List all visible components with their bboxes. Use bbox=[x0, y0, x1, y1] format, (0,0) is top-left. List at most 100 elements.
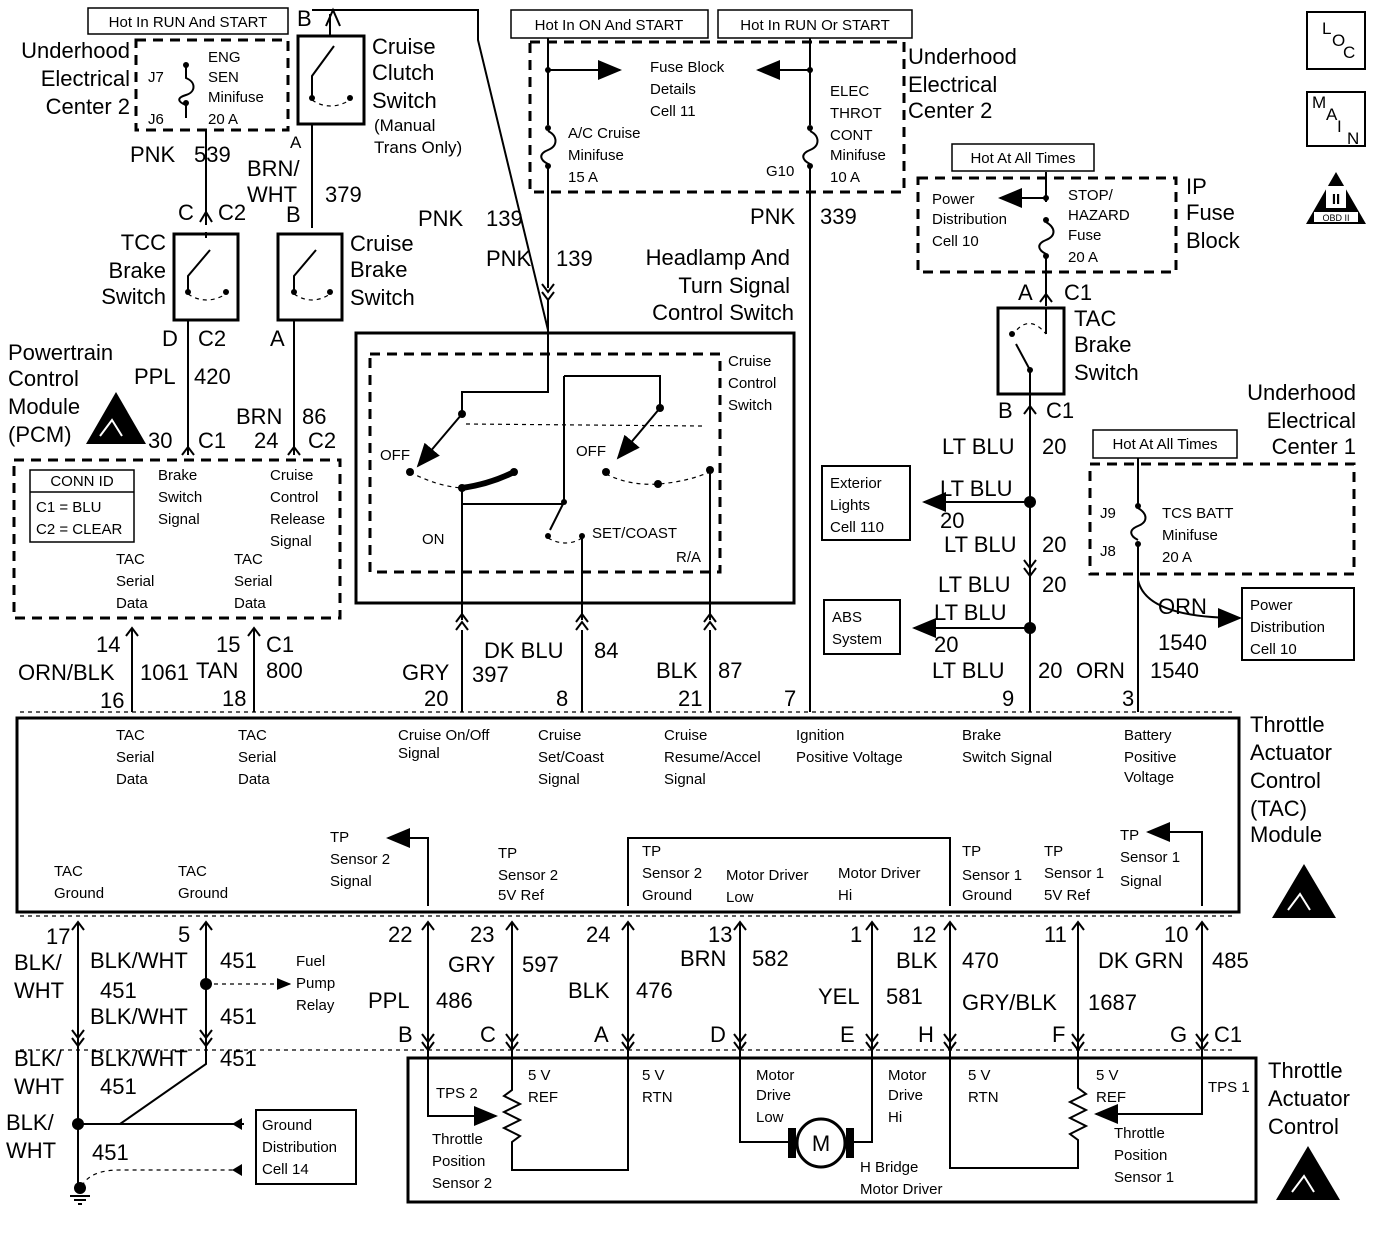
svg-text:Switch Signal: Switch Signal bbox=[962, 749, 1052, 766]
svg-text:Module: Module bbox=[8, 394, 80, 419]
svg-text:Motor: Motor bbox=[756, 1067, 794, 1084]
svg-text:PPL: PPL bbox=[134, 364, 176, 389]
svg-text:LT BLU: LT BLU bbox=[944, 532, 1017, 557]
svg-text:Resume/Accel: Resume/Accel bbox=[664, 749, 761, 766]
svg-text:B: B bbox=[286, 202, 301, 227]
svg-text:581: 581 bbox=[886, 984, 923, 1009]
svg-text:Module: Module bbox=[1250, 822, 1322, 847]
svg-text:PNK: PNK bbox=[750, 204, 796, 229]
svg-text:LT BLU: LT BLU bbox=[932, 658, 1005, 683]
svg-text:Motor Driver: Motor Driver bbox=[838, 865, 921, 882]
svg-text:Ground: Ground bbox=[54, 885, 104, 902]
svg-text:Electrical: Electrical bbox=[41, 66, 130, 91]
svg-text:Sensor 1: Sensor 1 bbox=[1114, 1169, 1174, 1186]
svg-text:7: 7 bbox=[784, 686, 796, 711]
svg-text:Fuse Block: Fuse Block bbox=[650, 59, 725, 76]
svg-text:G: G bbox=[1170, 1022, 1187, 1047]
loc-icon[interactable]: L O C bbox=[1306, 11, 1366, 70]
svg-text:1061: 1061 bbox=[140, 660, 189, 685]
svg-text:C1: C1 bbox=[1064, 280, 1092, 305]
svg-text:23: 23 bbox=[470, 922, 494, 947]
svg-text:139: 139 bbox=[486, 206, 523, 231]
svg-text:Voltage: Voltage bbox=[1124, 769, 1174, 786]
svg-text:Cruise: Cruise bbox=[728, 353, 771, 370]
svg-text:Lights: Lights bbox=[830, 497, 870, 514]
svg-text:5V Ref: 5V Ref bbox=[498, 887, 545, 904]
motor-drive-hi-label: Motor Drive Hi bbox=[888, 1067, 926, 1126]
svg-text:Cruise On/Off: Cruise On/Off bbox=[398, 727, 490, 744]
svg-text:PNK: PNK bbox=[130, 142, 176, 167]
abs-system-box: ABS System bbox=[823, 599, 901, 655]
svg-text:CONN ID: CONN ID bbox=[50, 473, 114, 490]
svg-text:N: N bbox=[1347, 129, 1359, 148]
svg-text:Data: Data bbox=[116, 771, 148, 788]
svg-text:Sensor 2: Sensor 2 bbox=[642, 865, 702, 882]
svg-text:Battery: Battery bbox=[1124, 727, 1172, 744]
svg-text:Sensor 1: Sensor 1 bbox=[1120, 849, 1180, 866]
svg-text:14: 14 bbox=[96, 632, 120, 657]
uec1-title: Underhood Electrical Center 1 bbox=[1247, 380, 1356, 459]
svg-text:Ignition: Ignition bbox=[796, 727, 844, 744]
svg-text:800: 800 bbox=[266, 658, 303, 683]
svg-text:20: 20 bbox=[940, 508, 964, 533]
svg-text:TAC: TAC bbox=[116, 727, 145, 744]
svg-text:Center 2: Center 2 bbox=[46, 94, 130, 119]
hot-run-start-label: Hot In RUN And START bbox=[87, 7, 289, 35]
svg-text:Control: Control bbox=[8, 366, 79, 391]
tac-module-box bbox=[15, 716, 1241, 914]
svg-text:20: 20 bbox=[1042, 532, 1066, 557]
svg-text:C: C bbox=[480, 1022, 496, 1047]
svg-text:TPS 1: TPS 1 bbox=[1208, 1079, 1250, 1096]
svg-text:TAC: TAC bbox=[234, 551, 263, 568]
hot-all-times-label-1: Hot At All Times bbox=[951, 143, 1095, 172]
svg-text:H Bridge: H Bridge bbox=[860, 1159, 918, 1176]
svg-text:16: 16 bbox=[100, 688, 124, 713]
hot-run-or-start-label: Hot In RUN Or START bbox=[717, 9, 913, 39]
svg-text:5 V: 5 V bbox=[528, 1067, 551, 1084]
svg-text:20: 20 bbox=[1038, 658, 1062, 683]
svg-text:Distribution: Distribution bbox=[262, 1139, 337, 1156]
svg-text:Hi: Hi bbox=[838, 887, 852, 904]
svg-text:15 A: 15 A bbox=[568, 169, 598, 186]
svg-text:Brake: Brake bbox=[109, 258, 166, 283]
svg-text:G10: G10 bbox=[766, 163, 794, 180]
svg-text:Signal: Signal bbox=[330, 873, 372, 890]
svg-text:Motor Driver: Motor Driver bbox=[860, 1181, 943, 1198]
tps2-name: Throttle Position Sensor 2 bbox=[432, 1131, 492, 1192]
svg-text:I: I bbox=[1337, 117, 1342, 136]
svg-text:C1: C1 bbox=[1214, 1022, 1242, 1047]
svg-text:DK BLU: DK BLU bbox=[484, 638, 563, 663]
svg-text:20: 20 bbox=[1042, 434, 1066, 459]
svg-text:1540: 1540 bbox=[1150, 658, 1199, 683]
svg-text:A: A bbox=[290, 133, 302, 152]
svg-text:TAC: TAC bbox=[54, 863, 83, 880]
svg-text:451: 451 bbox=[92, 1140, 129, 1165]
esd-icon-tac bbox=[1272, 864, 1336, 918]
svg-text:Data: Data bbox=[234, 595, 266, 612]
ac-cruise-fuse: A/C Cruise Minifuse 15 A bbox=[568, 125, 641, 186]
tac-top-pin-labels: TAC Serial Data TAC Serial Data Cruise O… bbox=[116, 727, 1177, 788]
svg-text:1540: 1540 bbox=[1158, 630, 1207, 655]
svg-text:10: 10 bbox=[1164, 922, 1188, 947]
svg-text:451: 451 bbox=[100, 978, 137, 1003]
svg-text:21: 21 bbox=[678, 686, 702, 711]
tps1-name: Throttle Position Sensor 1 bbox=[1114, 1125, 1174, 1186]
main-icon[interactable]: M A I N bbox=[1306, 91, 1366, 148]
svg-text:Throttle: Throttle bbox=[1250, 712, 1325, 737]
svg-text:17: 17 bbox=[46, 924, 70, 949]
svg-text:Signal: Signal bbox=[158, 511, 200, 528]
svg-text:TAC: TAC bbox=[178, 863, 207, 880]
svg-text:B: B bbox=[998, 398, 1013, 423]
svg-text:Center 2: Center 2 bbox=[908, 98, 992, 123]
svg-text:Brake: Brake bbox=[962, 727, 1001, 744]
svg-text:C2 = CLEAR: C2 = CLEAR bbox=[36, 521, 122, 538]
svg-text:Underhood: Underhood bbox=[908, 44, 1017, 69]
svg-text:J9: J9 bbox=[1100, 505, 1116, 522]
svg-text:TP: TP bbox=[642, 843, 661, 860]
connector-row-labels: 14 15 C1 ORN/BLK 1061 TAN 800 16 18 GRY … bbox=[18, 632, 1134, 713]
svg-text:YEL: YEL bbox=[818, 984, 860, 1009]
svg-text:System: System bbox=[832, 631, 882, 648]
svg-text:5: 5 bbox=[178, 922, 190, 947]
svg-text:5V Ref: 5V Ref bbox=[1044, 887, 1091, 904]
svg-text:451: 451 bbox=[220, 1004, 257, 1029]
